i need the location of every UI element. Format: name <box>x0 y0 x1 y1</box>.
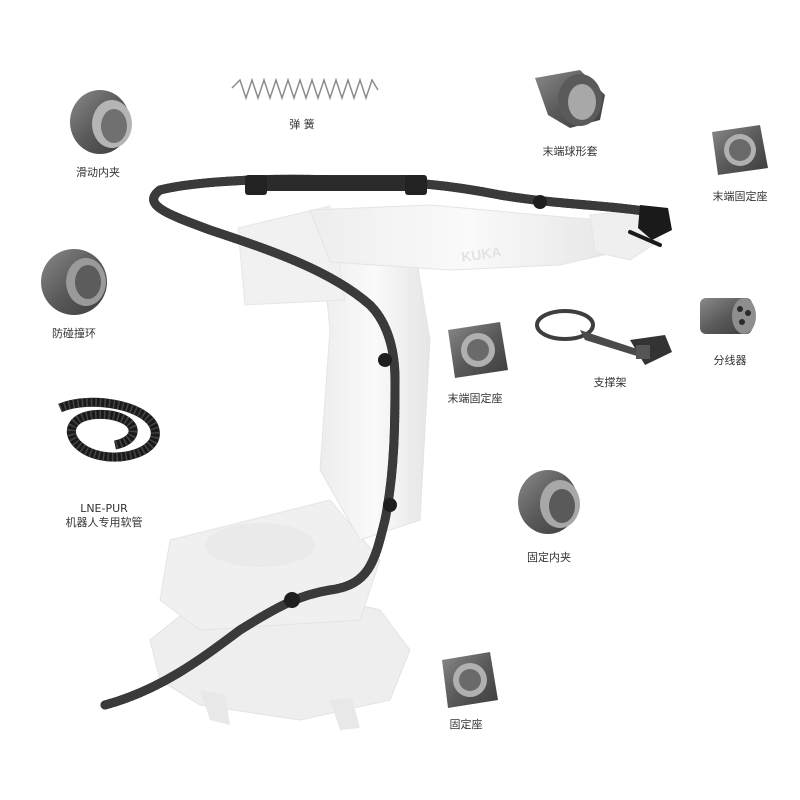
robot-hose-assembly <box>100 174 672 710</box>
end-fixed-seat-top-icon <box>712 125 768 175</box>
splitter-label: 分线器 <box>713 354 747 367</box>
hose-label: LNE-PUR 机器人专用软管 <box>66 502 143 530</box>
robot-body: KUKA <box>149 204 661 730</box>
robot-brand-logo: KUKA <box>460 243 502 264</box>
end-fixed-seat-mid-icon <box>448 322 508 378</box>
hose-collar <box>383 498 397 512</box>
fixed-seat-label: 固定座 <box>449 718 483 731</box>
spring-label: 弹 簧 <box>289 118 315 131</box>
splitter-icon <box>700 298 756 334</box>
end-fixed-seat-top-label: 末端固定座 <box>712 190 768 203</box>
hose-end-fitting <box>638 205 672 240</box>
fixed-inner-clamp-label: 固定内夹 <box>527 551 571 564</box>
support-bracket-label: 支撑架 <box>593 376 627 389</box>
hose-collar <box>533 195 547 209</box>
anti-collision-ring-icon <box>41 249 107 315</box>
hose-collar <box>284 592 300 608</box>
hose-clamp <box>405 175 427 195</box>
support-bracket-icon <box>535 309 672 365</box>
hose-coil-icon <box>58 397 160 462</box>
hose-clamp <box>245 175 267 195</box>
end-ball-sleeve-label: 末端球形套 <box>542 145 598 158</box>
end-ball-sleeve-icon <box>535 70 605 128</box>
fixed-seat-icon <box>442 652 498 708</box>
end-fixed-seat-mid-label: 末端固定座 <box>447 392 503 405</box>
spring-icon <box>231 77 379 101</box>
fixed-inner-clamp-icon <box>518 470 580 534</box>
anti-collision-ring-label: 防碰撞环 <box>52 327 96 340</box>
sliding-clamp-label: 滑动内夹 <box>76 166 120 179</box>
sliding-clamp-icon <box>70 90 132 154</box>
hose-collar <box>378 353 392 367</box>
hose-label-line1: LNE-PUR <box>80 502 128 515</box>
hose-label-line2: 机器人专用软管 <box>65 516 143 529</box>
